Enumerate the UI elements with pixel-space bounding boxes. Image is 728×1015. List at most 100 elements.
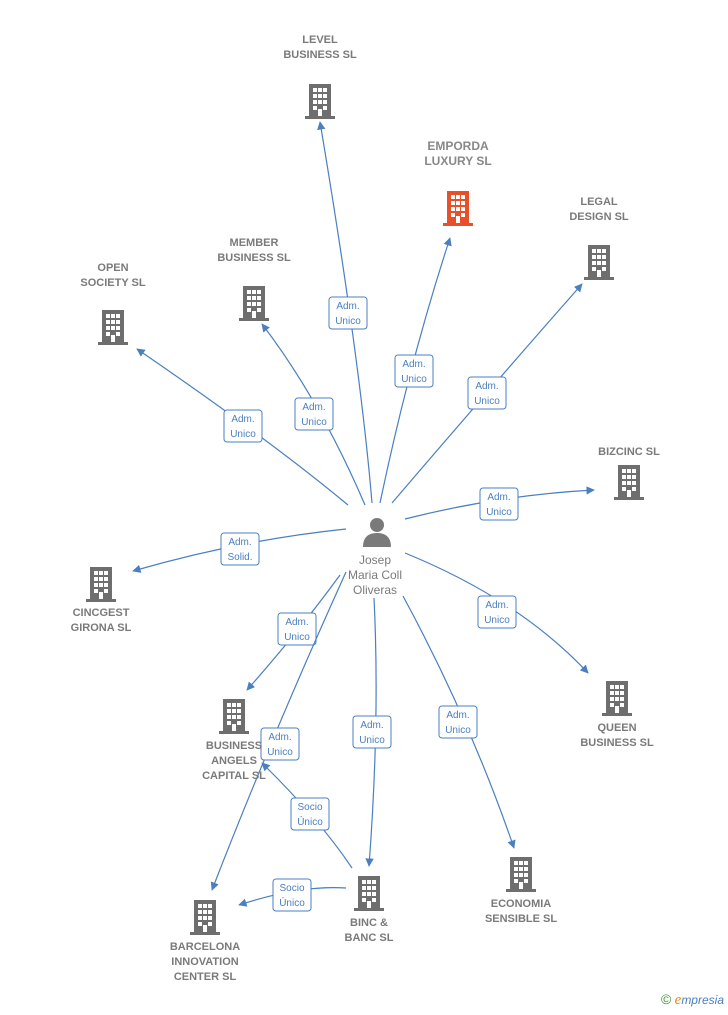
edge-label-text: Adm. bbox=[285, 617, 308, 628]
building-icon bbox=[602, 681, 632, 716]
edge-line bbox=[317, 121, 373, 504]
person-name: Josep bbox=[359, 553, 391, 567]
edge-label-text: Adm. bbox=[487, 492, 510, 503]
edge-label-box[interactable] bbox=[277, 612, 317, 646]
company-node-queen[interactable]: QUEEN BUSINESS SL bbox=[580, 681, 654, 749]
edge-cincgest: Adm. Solid. bbox=[132, 528, 347, 573]
company-label: BUSINESS bbox=[206, 740, 262, 752]
edge-label-box[interactable] bbox=[479, 487, 519, 521]
building-icon bbox=[506, 857, 536, 892]
building-icon bbox=[614, 465, 644, 500]
edge-label-text: Único bbox=[279, 896, 305, 909]
company-label: EMPORDA bbox=[427, 139, 489, 153]
building-icon bbox=[305, 84, 335, 119]
company-label: BANC SL bbox=[345, 932, 394, 944]
company-node-level[interactable]: LEVEL BUSINESS SL bbox=[283, 34, 357, 119]
copyright-symbol: © bbox=[660, 991, 672, 1007]
edge-label-box[interactable] bbox=[260, 727, 300, 761]
edge-label-box[interactable] bbox=[352, 715, 392, 749]
company-label: CINCGEST bbox=[73, 607, 130, 619]
building-icon bbox=[86, 567, 116, 602]
edge-label-text: Unico bbox=[301, 417, 327, 428]
building-icon bbox=[98, 310, 128, 345]
company-label: BUSINESS SL bbox=[580, 737, 654, 749]
edge-label-box[interactable] bbox=[223, 409, 263, 443]
person-name: Oliveras bbox=[353, 583, 397, 597]
edge-label-box[interactable] bbox=[394, 354, 434, 388]
edge-label-text: Único bbox=[297, 815, 323, 828]
building-icon bbox=[190, 900, 220, 935]
company-label: SENSIBLE SL bbox=[485, 913, 557, 925]
edge-label-text: Unico bbox=[484, 615, 510, 626]
edge-legal: Adm. Unico bbox=[391, 283, 583, 504]
company-node-member[interactable]: MEMBER BUSINESS SL bbox=[217, 237, 291, 321]
edge-label-text: Adm. bbox=[402, 359, 425, 370]
edge-label-box[interactable] bbox=[290, 797, 330, 831]
edge-angels: Adm. Unico bbox=[246, 574, 341, 691]
edge-label-box[interactable] bbox=[477, 595, 517, 629]
edge-binc: Adm.Unico bbox=[352, 597, 392, 867]
edge-label-text: Adm. bbox=[360, 720, 383, 731]
edge-label-text: Adm. bbox=[302, 402, 325, 413]
brand-name: mpresia bbox=[681, 993, 724, 1007]
company-node-economia[interactable]: ECONOMIA SENSIBLE SL bbox=[485, 857, 557, 925]
company-label: LUXURY SL bbox=[424, 154, 491, 168]
edge-label-text: Unico bbox=[267, 747, 293, 758]
edge-label-box[interactable] bbox=[272, 878, 312, 912]
edge-label-box[interactable] bbox=[467, 376, 507, 410]
person-icon bbox=[363, 518, 391, 547]
edge-label-text: Unico bbox=[335, 316, 361, 327]
edge-label-text: Adm. bbox=[475, 381, 498, 392]
company-label: SOCIETY SL bbox=[80, 277, 145, 289]
edge-label-text: Unico bbox=[230, 429, 256, 440]
company-label: CENTER SL bbox=[174, 971, 237, 983]
edge-label-text: Socio bbox=[279, 883, 304, 894]
building-icon bbox=[239, 286, 269, 321]
company-node-cincgest[interactable]: CINCGEST GIRONA SL bbox=[71, 567, 132, 634]
edge-member: Adm. Unico bbox=[261, 323, 366, 506]
edge-label-box[interactable] bbox=[328, 296, 368, 330]
company-label: GIRONA SL bbox=[71, 622, 132, 634]
company-label: BARCELONA bbox=[170, 941, 240, 953]
building-icon bbox=[443, 191, 473, 226]
building-icon bbox=[219, 699, 249, 734]
company-label: LEVEL bbox=[302, 34, 338, 46]
company-label: BUSINESS SL bbox=[217, 252, 291, 264]
edge-label-text: Adm. bbox=[485, 600, 508, 611]
company-label: MEMBER bbox=[230, 237, 279, 249]
company-label: CAPITAL SL bbox=[202, 770, 266, 782]
edge-label-text: Socio bbox=[297, 802, 322, 813]
brand-initial: e bbox=[674, 992, 682, 1008]
edge-label-text: Adm. bbox=[231, 414, 254, 425]
edge-label-text: Unico bbox=[474, 396, 500, 407]
edge-economia: Adm. Unico bbox=[402, 595, 516, 849]
edge-level: Adm. Unico bbox=[317, 121, 373, 504]
edge-label-box[interactable] bbox=[294, 397, 334, 431]
edge-label-text: Adm. bbox=[268, 732, 291, 743]
edge-label-text: Solid. bbox=[227, 552, 252, 563]
edge-barcelona: Adm. Unico bbox=[210, 571, 347, 891]
edge-label-box[interactable] bbox=[220, 532, 260, 566]
company-node-angels[interactable]: BUSINESS ANGELS CAPITAL SL bbox=[202, 699, 266, 782]
edge-label-text: Adm. bbox=[336, 301, 359, 312]
company-label: QUEEN bbox=[597, 722, 636, 734]
company-label: ECONOMIA bbox=[491, 898, 552, 910]
company-label: BUSINESS SL bbox=[283, 49, 357, 61]
edge-label-text: Adm. bbox=[228, 537, 251, 548]
edge-label-text: Unico bbox=[284, 632, 310, 643]
edge-label-box[interactable] bbox=[438, 705, 478, 739]
copyright-notice: © empresia bbox=[661, 991, 724, 1009]
company-node-bizcinc[interactable]: BIZCINC SL bbox=[598, 446, 660, 500]
company-label: BINC & bbox=[350, 917, 388, 929]
edge-label-text: Unico bbox=[486, 507, 512, 518]
edge-label-text: Adm. bbox=[446, 710, 469, 721]
company-node-binc[interactable]: BINC & BANC SL bbox=[345, 876, 394, 944]
company-label: ANGELS bbox=[211, 755, 257, 767]
